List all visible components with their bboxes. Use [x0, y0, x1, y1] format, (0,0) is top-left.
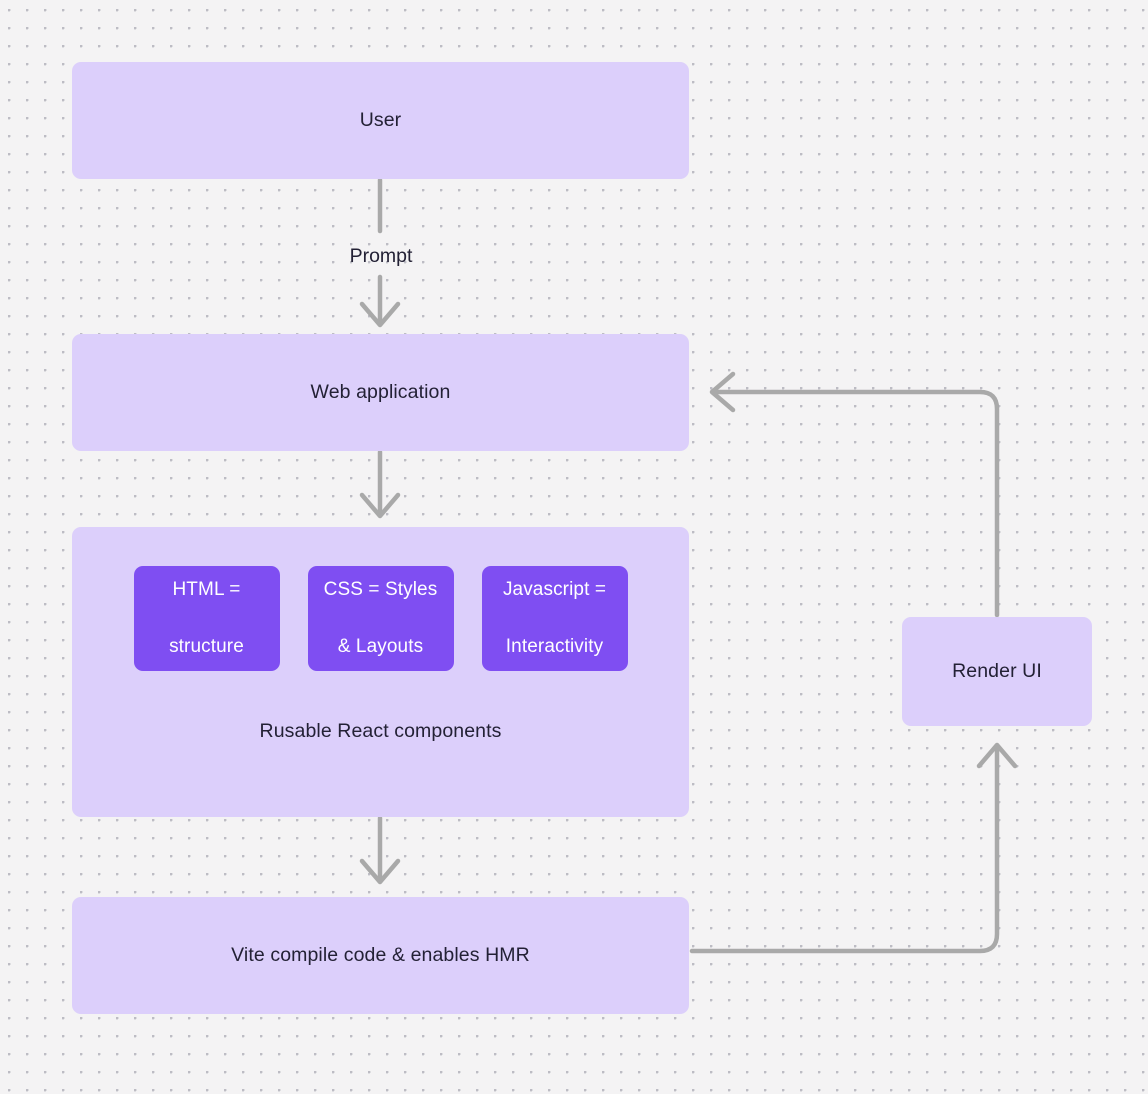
chip-css-text: CSS = Styles & Layouts [312, 576, 450, 662]
edge-render-to-webapp [712, 389, 1000, 618]
react-components-caption: Rusable React components [259, 720, 502, 742]
node-web-application-label: Web application [310, 381, 451, 404]
node-vite[interactable]: Vite compile code & enables HMR [72, 897, 689, 1014]
arrowhead-render-to-webapp [709, 371, 736, 413]
chip-row: HTML = structure CSS = Styles & Layouts … [72, 566, 689, 671]
arrowhead-user-to-webapp [359, 301, 401, 328]
node-render-ui[interactable]: Render UI [902, 617, 1092, 726]
node-user[interactable]: User [72, 62, 689, 179]
node-render-ui-label: Render UI [952, 660, 1042, 683]
node-user-label: User [359, 109, 402, 132]
edge-label-prompt: Prompt [349, 245, 413, 267]
chip-html-text: HTML = structure [157, 576, 256, 662]
arrowhead-components-to-vite [359, 858, 401, 885]
node-web-application[interactable]: Web application [72, 334, 689, 451]
chip-css-line2: & Layouts [337, 635, 424, 657]
edge-vite-to-render [689, 745, 1000, 954]
chip-html[interactable]: HTML = structure [133, 566, 280, 671]
arrowhead-vite-to-render [976, 742, 1018, 769]
arrowhead-webapp-to-components [359, 492, 401, 519]
node-vite-label: Vite compile code & enables HMR [231, 944, 530, 967]
chip-javascript-line2: Interactivity [505, 635, 604, 657]
chip-css[interactable]: CSS = Styles & Layouts [307, 566, 454, 671]
chip-javascript-text: Javascript = Interactivity [491, 576, 618, 662]
chip-html-line2: structure [169, 635, 244, 657]
chip-html-line1: HTML = [172, 578, 241, 600]
chip-javascript[interactable]: Javascript = Interactivity [481, 566, 628, 671]
chip-javascript-line1: Javascript = [502, 578, 607, 600]
chip-css-line1: CSS = Styles [323, 578, 438, 600]
node-react-components-group[interactable]: HTML = structure CSS = Styles & Layouts … [72, 527, 689, 817]
